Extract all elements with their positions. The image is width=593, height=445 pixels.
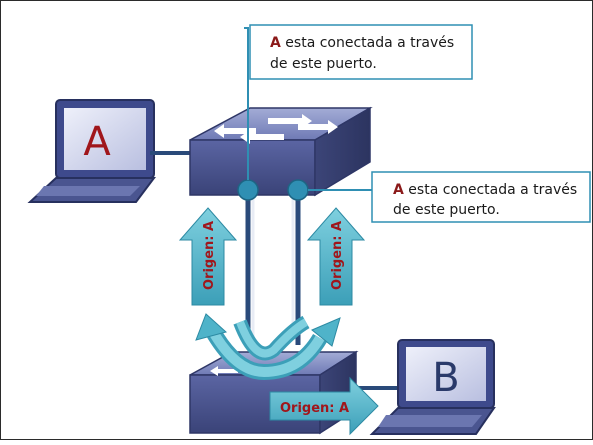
callout-right-box [371, 171, 591, 223]
arrow-right-bottom: Origen: A [269, 376, 379, 436]
laptop-a-screen [64, 108, 146, 170]
arrow-up-right: Origen: A [306, 207, 366, 306]
arrow-right-bottom-icon [269, 376, 379, 436]
arrow-up-left: Origen: A [178, 207, 238, 306]
callout-top-line2: de este puerto. [270, 56, 377, 72]
loop-arrows [195, 313, 341, 381]
laptop-b-screen [406, 347, 486, 401]
laptop-a: A [27, 99, 156, 203]
loop-arrow-inner-highlight [236, 318, 309, 358]
laptop-a-keyboard [36, 186, 140, 196]
callout-top-line1: A esta conectada a través [270, 35, 454, 51]
callout-right-line1: A esta conectada a través [393, 182, 577, 198]
top-switch-side [314, 106, 371, 197]
top-switch [189, 106, 373, 197]
laptop-b-label: B [432, 355, 459, 401]
loop-arrow-head-right-icon [311, 317, 341, 347]
laptop-b: B [369, 339, 496, 435]
callout-line-top [244, 27, 249, 180]
arrow-left-label: Origen: A [202, 221, 217, 290]
loop-arrow-head-left-icon [195, 313, 228, 341]
arrow-up-left-icon [178, 207, 238, 306]
bottom-switch-arrow-icon [210, 366, 238, 376]
laptop-a-label: A [83, 119, 111, 165]
callout-right: A esta conectada a través de este puerto… [371, 171, 591, 223]
laptop-b-keyboard [378, 415, 482, 427]
callout-top-box [249, 24, 473, 80]
callout-top: A esta conectada a través de este puerto… [249, 24, 473, 80]
loop-arrow-outer-highlight [207, 327, 325, 378]
arrow-up-right-icon [306, 207, 366, 306]
top-switch-arrows-icon [214, 114, 338, 144]
callout-right-line2: de este puerto. [393, 202, 500, 218]
arrow-bottom-label: Origen: A [280, 401, 349, 416]
arrow-right-label: Origen: A [330, 221, 345, 290]
